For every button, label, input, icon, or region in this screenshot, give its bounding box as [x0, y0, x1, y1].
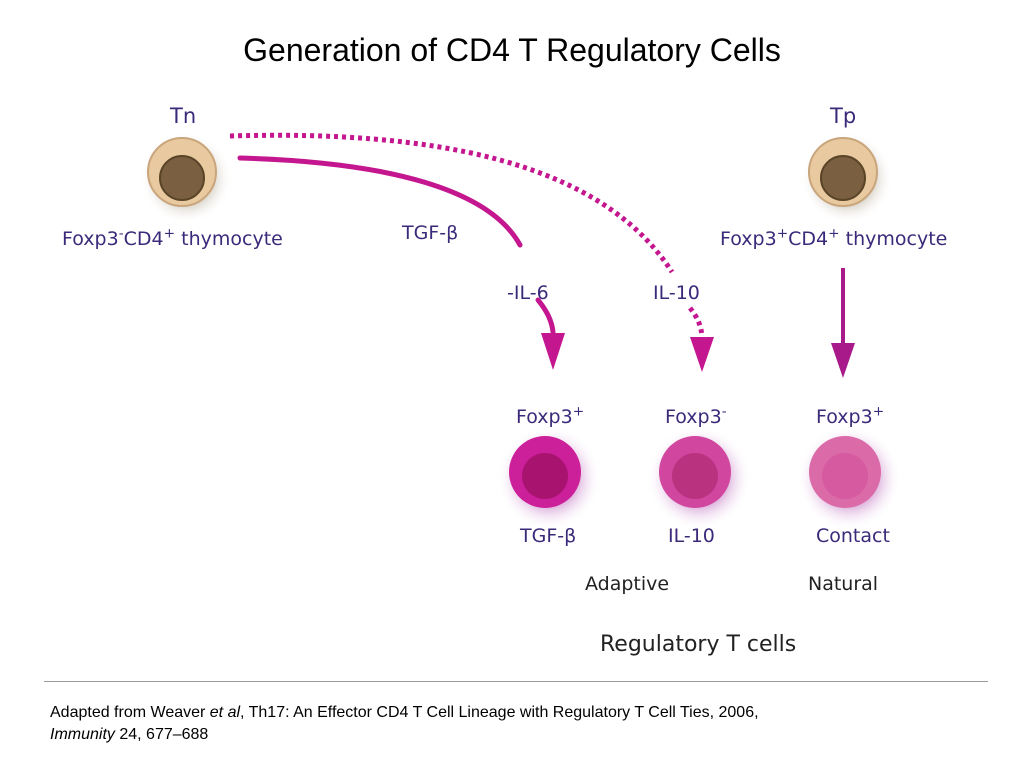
arrow-tgf-beta — [237, 155, 523, 248]
arrowhead-natural — [831, 343, 855, 378]
label-il10: IL-10 — [653, 282, 700, 304]
tn-cell — [140, 132, 232, 224]
label-il6: -IL-6 — [507, 282, 549, 304]
marker-foxp3-plus-tgf: Foxp3+ — [516, 403, 585, 428]
tp-cell — [801, 132, 893, 224]
arrow-il10 — [229, 132, 675, 274]
tn-label: Tn — [170, 104, 197, 128]
treg-cell-il10 — [647, 426, 751, 530]
mechanism-il10: IL-10 — [668, 525, 715, 547]
arrow-il10-lower — [688, 306, 705, 337]
treg-cell-tgf — [497, 426, 601, 530]
tn-description: Foxp3-CD4+ thymocyte — [62, 225, 283, 250]
treg-cell-natural — [797, 426, 901, 530]
mechanism-tgf-beta: TGF-β — [520, 525, 577, 547]
arrow-il6-segment — [535, 297, 556, 335]
arrowhead-foxp3-minus — [690, 337, 714, 372]
tp-description: Foxp3+CD4+ thymocyte — [720, 225, 948, 250]
arrowhead-foxp3-plus — [541, 333, 565, 370]
marker-foxp3-minus-il10: Foxp3- — [665, 403, 727, 428]
label-tgf-beta: TGF-β — [402, 222, 459, 244]
citation: Adapted from Weaver et al, Th17: An Effe… — [50, 704, 759, 743]
tp-label: Tp — [830, 104, 857, 128]
group-natural: Natural — [808, 573, 879, 595]
group-adaptive: Adaptive — [585, 573, 670, 595]
regulatory-t-cells-label: Regulatory T cells — [600, 632, 797, 657]
mechanism-contact: Contact — [816, 525, 890, 547]
marker-foxp3-plus-contact: Foxp3+ — [816, 403, 885, 428]
slide-title: Generation of CD4 T Regulatory Cells — [243, 32, 781, 68]
footer-divider — [44, 681, 988, 682]
